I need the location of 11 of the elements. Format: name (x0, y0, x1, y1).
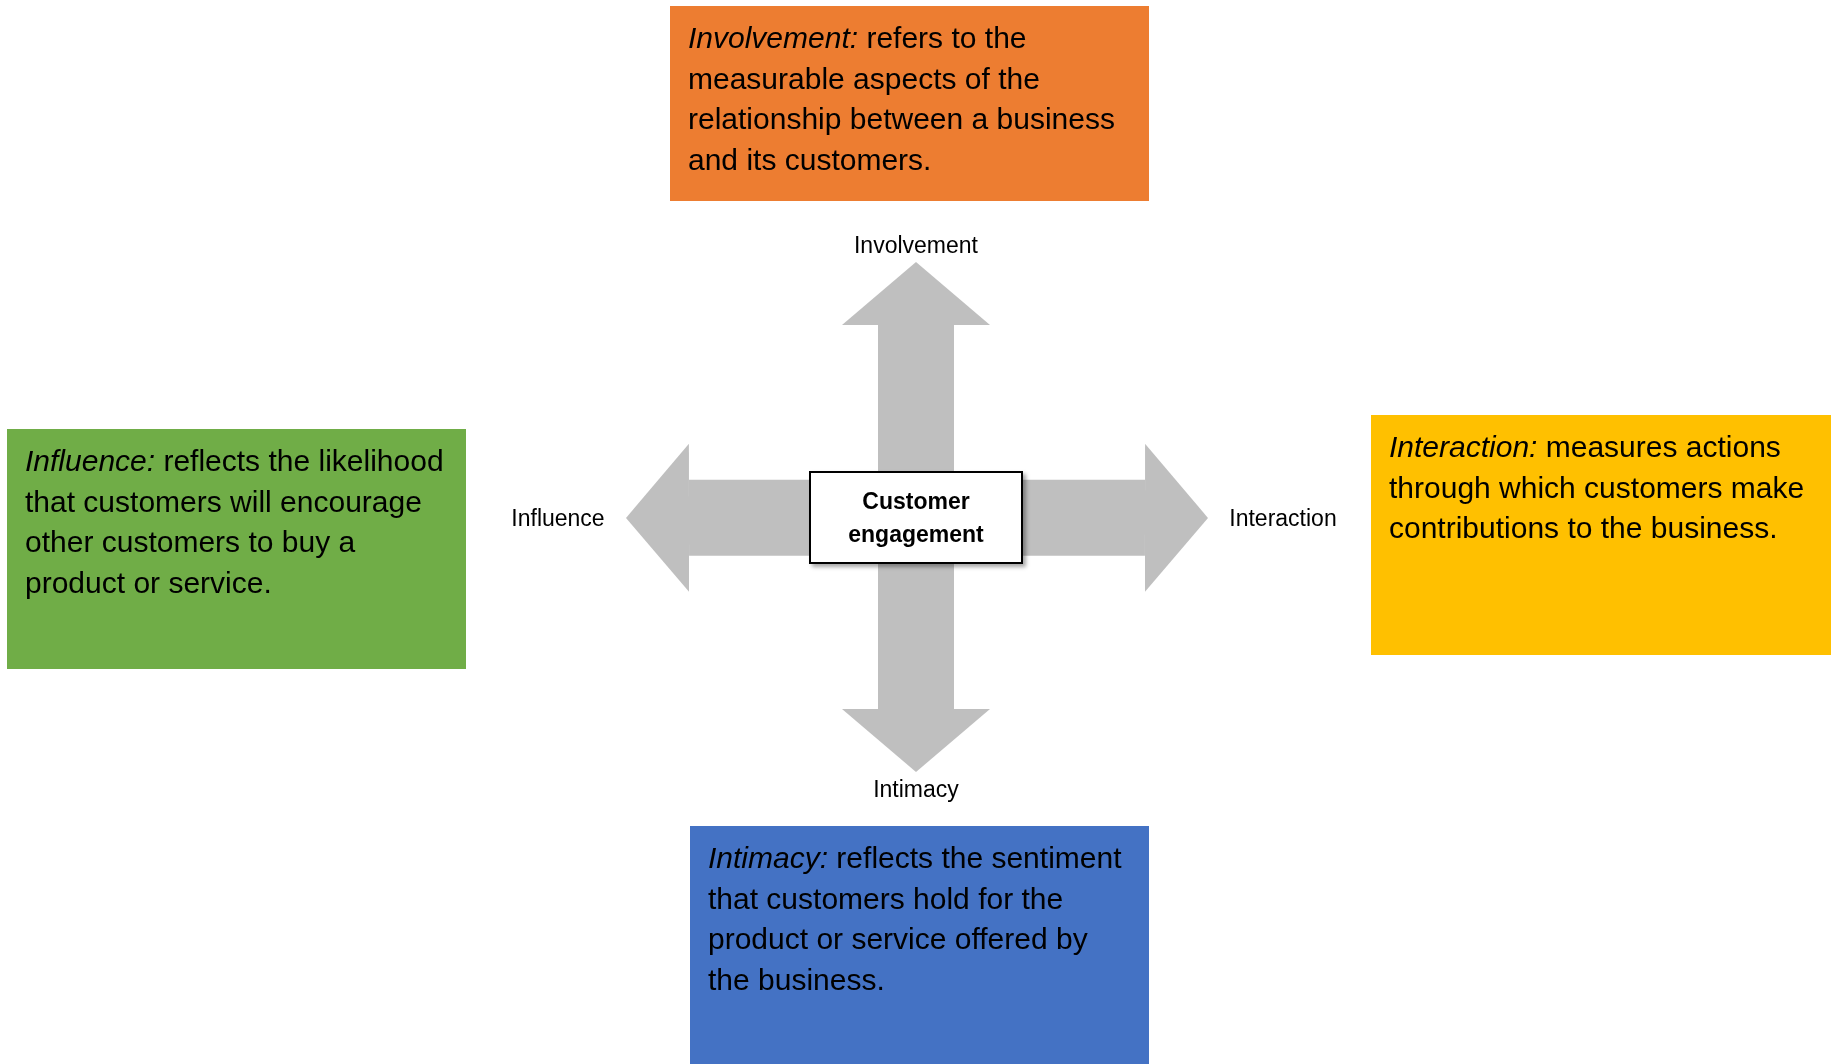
center-box: Customer engagement (809, 471, 1023, 564)
axis-label: Influence (490, 501, 626, 535)
arrow (1023, 443, 1208, 592)
definition-box: Intimacy: reflects the sentiment that customers hold for the product or service offered by the business. (690, 826, 1149, 1064)
definition-box: Influence: reflects the likelihood that customers will encourage other customers to buy a product or service. (7, 429, 466, 669)
arrow (626, 443, 809, 592)
axis-label: Involvement (846, 228, 986, 262)
definition-box: Involvement: refers to the measurable aspects of the relationship between a business and its customers. (670, 6, 1149, 201)
definition-box: Interaction: measures actions through which customers make contributions to the business. (1371, 415, 1831, 655)
axis-label: Interaction (1208, 501, 1358, 535)
axis-label: Intimacy (856, 772, 976, 806)
